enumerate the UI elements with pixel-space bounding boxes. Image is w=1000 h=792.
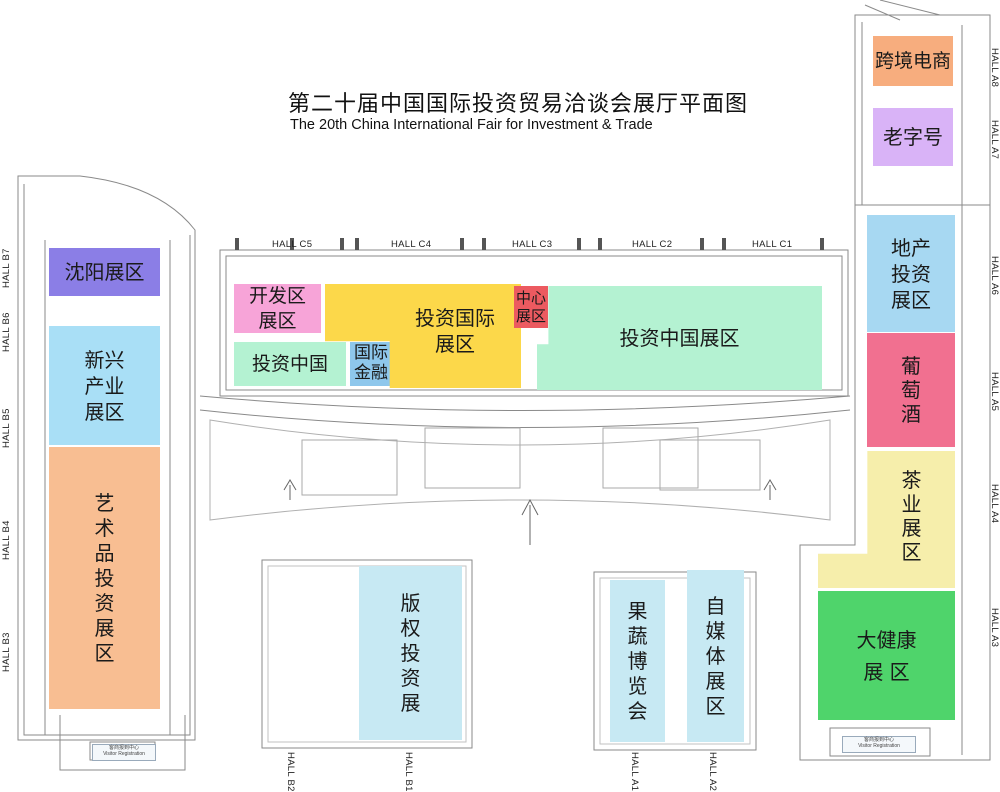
zone-we-media[interactable]: 自 媒 体 展 区 — [687, 570, 744, 742]
zone-center[interactable]: 中心 展区 — [514, 286, 548, 328]
hall-label-a3: HALL A3 — [989, 608, 1000, 648]
zone-copyright[interactable]: 版 权 投 资 展 — [359, 566, 462, 740]
map-title-en: The 20th China International Fair for In… — [290, 117, 653, 133]
hall-label-a4: HALL A4 — [989, 484, 1000, 524]
zone-touzi-zhongguo-main[interactable]: 投资中国展区 — [537, 286, 822, 390]
zone-real-estate[interactable]: 地产 投资 展区 — [867, 215, 955, 332]
hall-label-b4: HALL B4 — [1, 520, 12, 560]
hall-label-c2: HALL C2 — [632, 239, 673, 250]
hall-label-b6: HALL B6 — [1, 312, 12, 352]
zone-laozihao[interactable]: 老字号 — [873, 108, 953, 166]
hall-label-b1: HALL B1 — [403, 752, 414, 792]
hall-label-b2: HALL B2 — [285, 752, 296, 792]
hall-label-a7: HALL A7 — [989, 120, 1000, 160]
zone-xinxing[interactable]: 新兴 产业 展区 — [49, 326, 160, 445]
hall-label-a8: HALL A8 — [989, 48, 1000, 88]
hall-label-c3: HALL C3 — [512, 239, 553, 250]
hall-label-b7: HALL B7 — [1, 248, 12, 288]
registration-center-left[interactable]: 客商报到中心 Visitor Registration — [92, 744, 156, 761]
zone-international-finance[interactable]: 国际 金融 — [350, 342, 392, 386]
zone-art-investment[interactable]: 艺 术 品 投 资 展 区 — [49, 447, 160, 709]
hall-label-a1: HALL A1 — [629, 752, 640, 792]
zone-touzi-zhongguo-small[interactable]: 投资中国 — [234, 342, 346, 386]
hall-label-a5: HALL A5 — [989, 372, 1000, 412]
hall-label-c1: HALL C1 — [752, 239, 793, 250]
zone-kaifaqu[interactable]: 开发区 展区 — [234, 284, 321, 333]
hall-label-b3: HALL B3 — [1, 632, 12, 672]
hall-label-c5: HALL C5 — [272, 239, 313, 250]
map-title-zh: 第二十届中国国际投资贸易洽谈会展厅平面图 — [288, 92, 749, 117]
hall-label-a6: HALL A6 — [989, 256, 1000, 296]
zone-health[interactable]: 大健康 展 区 — [818, 591, 955, 720]
hall-label-c4: HALL C4 — [391, 239, 432, 250]
zone-shenyang[interactable]: 沈阳展区 — [49, 248, 160, 296]
zone-fruit-expo[interactable]: 果 蔬 博 览 会 — [610, 580, 665, 742]
registration-center-right[interactable]: 客商报到中心 Visitor Registration — [842, 736, 916, 753]
hall-label-b5: HALL B5 — [1, 408, 12, 448]
zone-wine[interactable]: 葡 萄 酒 — [867, 333, 955, 447]
zone-cross-border-ecommerce[interactable]: 跨境电商 — [873, 36, 953, 86]
hall-label-a2: HALL A2 — [707, 752, 718, 792]
